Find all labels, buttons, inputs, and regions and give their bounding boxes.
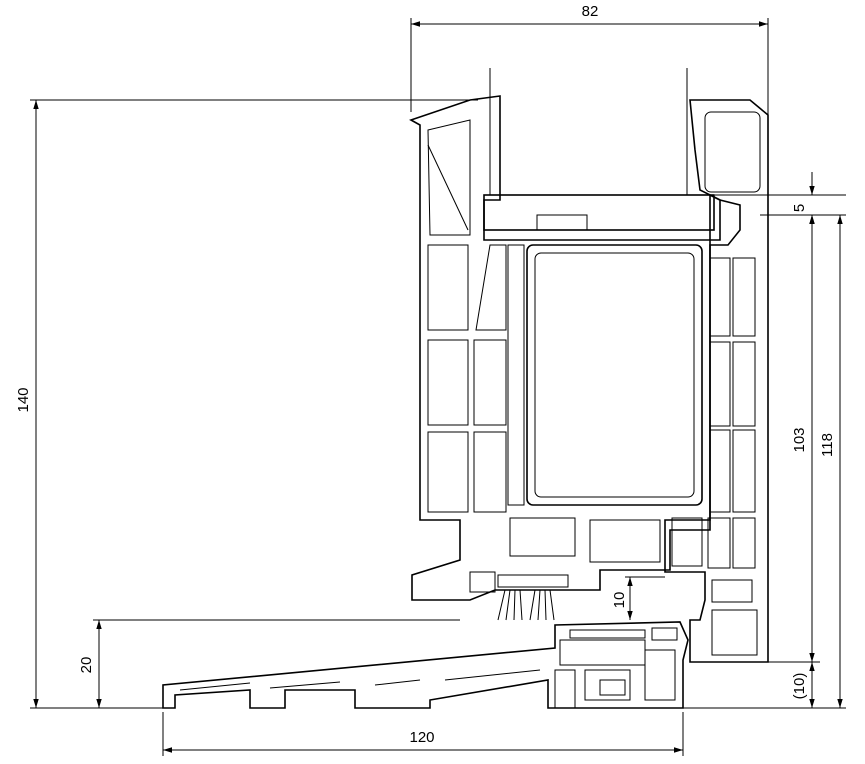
frame-profile — [664, 99, 769, 663]
label-bottom-offset: (10) — [791, 673, 808, 700]
sash-profile — [409, 95, 721, 621]
label-gap: 10 — [611, 592, 628, 609]
label-frame-inner: 103 — [791, 427, 808, 452]
dimension-lines — [30, 18, 846, 756]
label-threshold-height: 20 — [78, 657, 95, 674]
label-top-width: 82 — [582, 3, 599, 20]
label-frame-total: 118 — [819, 433, 836, 457]
label-glazing-offset: 5 — [791, 204, 808, 212]
label-overall-height: 140 — [15, 387, 32, 412]
threshold-profile — [162, 621, 689, 709]
brush-seals — [497, 574, 569, 621]
label-threshold-width: 120 — [409, 729, 434, 746]
glass-pane — [483, 68, 715, 231]
